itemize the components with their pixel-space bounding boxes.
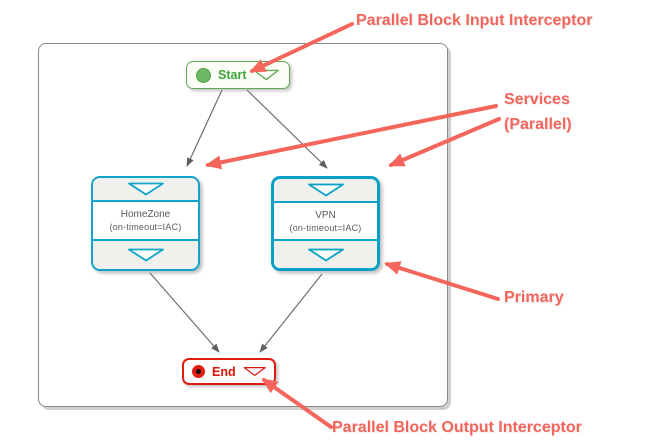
vpn-input-section xyxy=(274,179,377,203)
service-config: (on-timeout=IAC) xyxy=(109,222,182,232)
service-name: HomeZone xyxy=(120,209,171,220)
service-node-homezone: HomeZone (on-timeout=IAC) xyxy=(91,176,200,271)
vpn-output-section xyxy=(274,239,377,268)
output-interceptor-icon xyxy=(243,366,266,377)
start-node-label: Start xyxy=(218,68,247,82)
start-node: Start xyxy=(186,61,290,89)
callout-services-line1: Services xyxy=(504,91,570,108)
output-interceptor-icon xyxy=(307,248,344,261)
service-config: (on-timeout=IAC) xyxy=(289,222,362,233)
homezone-input-section xyxy=(93,178,198,202)
start-state-icon xyxy=(196,67,211,83)
input-interceptor-icon xyxy=(127,182,164,196)
service-node-vpn: VPN (on-timeout=IAC) xyxy=(271,176,380,271)
end-node: End xyxy=(182,358,276,385)
output-interceptor-icon xyxy=(127,248,164,262)
input-interceptor-icon xyxy=(307,183,344,197)
homezone-output-section xyxy=(93,239,198,269)
homezone-body: HomeZone (on-timeout=IAC) xyxy=(93,202,198,239)
input-interceptor-icon xyxy=(254,69,280,81)
callout-services-line2: (Parallel) xyxy=(504,116,572,133)
vpn-body: VPN (on-timeout=IAC) xyxy=(274,203,377,239)
callout-services: Services (Parallel) xyxy=(504,87,572,137)
callout-primary: Primary xyxy=(504,289,564,306)
callout-input-interceptor: Parallel Block Input Interceptor xyxy=(356,12,593,29)
end-state-icon xyxy=(192,365,205,378)
callout-output-interceptor: Parallel Block Output Interceptor xyxy=(332,419,582,436)
service-name: VPN xyxy=(315,209,336,221)
end-node-label: End xyxy=(212,364,236,379)
